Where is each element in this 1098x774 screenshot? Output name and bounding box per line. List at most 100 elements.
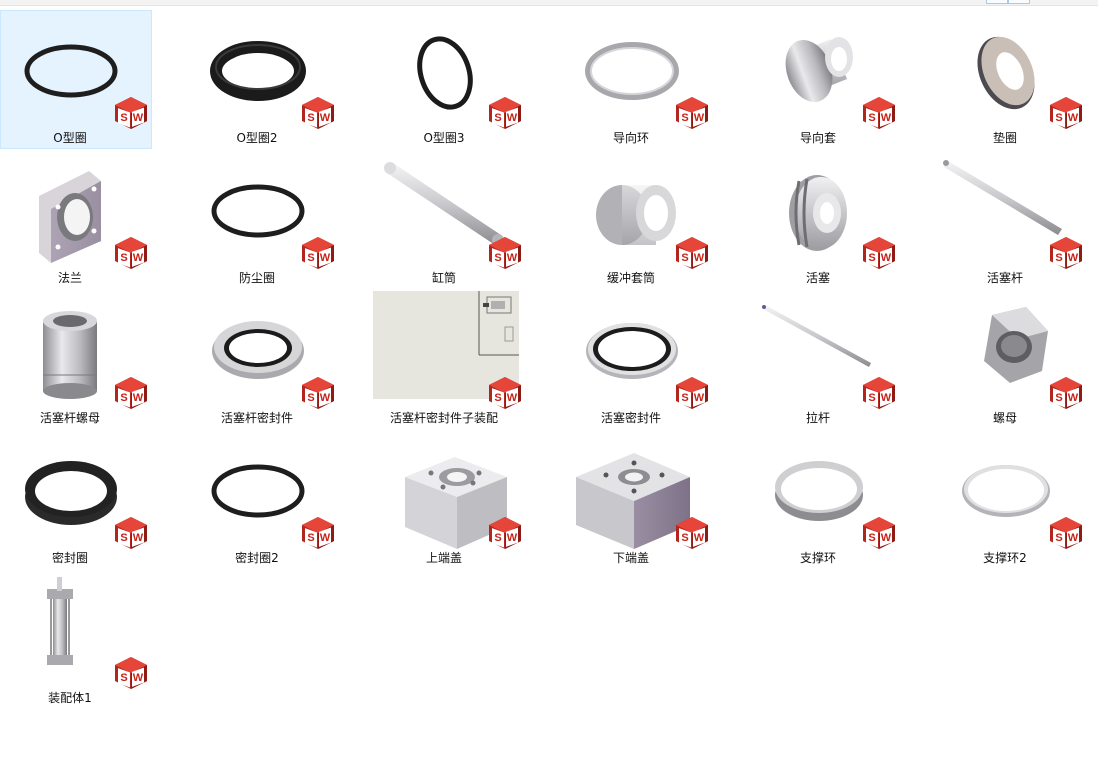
- file-name-label: 缸筒: [431, 271, 456, 285]
- svg-text:S: S: [307, 392, 314, 404]
- file-item[interactable]: S W 防尘圈: [187, 150, 339, 289]
- file-item[interactable]: S W 支撑环2: [935, 430, 1087, 569]
- file-name-label: 支撑环2: [983, 551, 1027, 565]
- file-thumbnail: S W: [747, 151, 903, 271]
- file-name-label: 法兰: [57, 271, 82, 285]
- svg-text:W: W: [694, 252, 705, 264]
- file-name-label: 导向环: [612, 131, 649, 145]
- file-item[interactable]: S W 活塞密封件: [561, 290, 713, 429]
- svg-text:W: W: [881, 252, 892, 264]
- file-thumbnail: S W: [560, 151, 716, 271]
- solidworks-file-icon: S W: [863, 237, 895, 269]
- file-name-label: 支撑环: [799, 551, 836, 565]
- file-item[interactable]: S W 活塞: [748, 150, 900, 289]
- svg-text:W: W: [133, 392, 144, 404]
- file-item[interactable]: S W 导向环: [561, 10, 713, 149]
- file-thumbnail: S W: [0, 431, 155, 551]
- solidworks-file-icon: S W: [676, 97, 708, 129]
- file-item[interactable]: S W O型圈3: [374, 10, 526, 149]
- solidworks-file-icon: S W: [863, 517, 895, 549]
- file-thumbnail: S W: [373, 291, 529, 411]
- solidworks-file-icon: S W: [302, 237, 334, 269]
- solidworks-file-icon: S W: [676, 237, 708, 269]
- file-name-label: O型圈: [53, 131, 87, 145]
- file-name-label: 螺母: [992, 411, 1017, 425]
- file-name-label: 上端盖: [425, 551, 462, 565]
- svg-text:S: S: [1055, 392, 1062, 404]
- file-item[interactable]: S W 法兰: [0, 150, 152, 289]
- file-item[interactable]: S W 下端盖: [561, 430, 713, 569]
- svg-text:W: W: [320, 252, 331, 264]
- file-item[interactable]: S W 缸筒: [374, 150, 526, 289]
- svg-text:S: S: [681, 112, 688, 124]
- file-item[interactable]: S W 密封圈: [0, 430, 152, 569]
- file-thumbnail: S W: [0, 11, 155, 131]
- svg-text:W: W: [133, 252, 144, 264]
- file-item[interactable]: S W 支撑环: [748, 430, 900, 569]
- svg-text:S: S: [1055, 252, 1062, 264]
- svg-text:S: S: [1055, 532, 1062, 544]
- svg-text:S: S: [120, 392, 127, 404]
- svg-text:S: S: [868, 532, 875, 544]
- file-name-label: 活塞杆密封件子装配: [389, 411, 498, 425]
- svg-text:W: W: [1068, 112, 1079, 124]
- view-toggle-button[interactable]: [1008, 0, 1030, 4]
- view-toggle-button[interactable]: [986, 0, 1008, 4]
- file-name-label: 活塞杆螺母: [39, 411, 100, 425]
- file-item[interactable]: S W 上端盖: [374, 430, 526, 569]
- file-name-label: 活塞杆密封件: [220, 411, 293, 425]
- file-item[interactable]: S W 活塞杆密封件子装配: [373, 290, 529, 429]
- svg-text:W: W: [320, 532, 331, 544]
- svg-text:S: S: [494, 112, 501, 124]
- svg-text:W: W: [133, 112, 144, 124]
- file-thumbnail: S W: [373, 431, 529, 551]
- svg-text:W: W: [507, 532, 518, 544]
- svg-text:W: W: [1068, 252, 1079, 264]
- file-thumbnail: S W: [934, 11, 1090, 131]
- file-item[interactable]: S W 活塞杆: [935, 150, 1087, 289]
- file-item[interactable]: S W 螺母: [935, 290, 1087, 429]
- svg-text:W: W: [1068, 392, 1079, 404]
- solidworks-file-icon: S W: [1050, 237, 1082, 269]
- file-thumbnail: S W: [934, 291, 1090, 411]
- solidworks-file-icon: S W: [115, 237, 147, 269]
- file-item[interactable]: S W 活塞杆密封件: [187, 290, 339, 429]
- file-thumbnail: S W: [934, 431, 1090, 551]
- svg-text:S: S: [681, 532, 688, 544]
- file-thumbnail: S W: [186, 11, 342, 131]
- svg-text:S: S: [494, 532, 501, 544]
- svg-text:S: S: [307, 532, 314, 544]
- solidworks-file-icon: S W: [115, 657, 147, 689]
- file-thumbnail: S W: [0, 571, 155, 691]
- svg-text:S: S: [120, 672, 127, 684]
- file-item[interactable]: S W 密封圈2: [187, 430, 339, 569]
- file-item[interactable]: S W 垫圈: [935, 10, 1087, 149]
- svg-text:S: S: [120, 112, 127, 124]
- svg-text:W: W: [881, 532, 892, 544]
- file-item[interactable]: S W 导向套: [748, 10, 900, 149]
- file-item[interactable]: S W 缓冲套筒: [561, 150, 713, 289]
- file-thumbnail: S W: [747, 431, 903, 551]
- file-thumbnail: S W: [560, 431, 716, 551]
- file-thumbnail: S W: [747, 291, 903, 411]
- file-item[interactable]: S W 装配体1: [0, 570, 152, 709]
- svg-text:W: W: [320, 392, 331, 404]
- file-item[interactable]: S W O型圈: [0, 10, 152, 149]
- window-top-edge: [0, 0, 1098, 6]
- solidworks-file-icon: S W: [1050, 377, 1082, 409]
- solidworks-file-icon: S W: [302, 377, 334, 409]
- file-thumbnail: S W: [186, 151, 342, 271]
- solidworks-file-icon: S W: [115, 517, 147, 549]
- file-thumbnail: S W: [560, 291, 716, 411]
- file-item[interactable]: S W 拉杆: [748, 290, 900, 429]
- solidworks-file-icon: S W: [302, 517, 334, 549]
- file-name-label: 防尘圈: [238, 271, 275, 285]
- file-name-label: 装配体1: [48, 691, 92, 705]
- file-item[interactable]: S W 活塞杆螺母: [0, 290, 152, 429]
- file-thumbnail: S W: [186, 291, 342, 411]
- solidworks-file-icon: S W: [676, 517, 708, 549]
- solidworks-file-icon: S W: [489, 517, 521, 549]
- svg-text:S: S: [868, 112, 875, 124]
- file-item[interactable]: S W O型圈2: [187, 10, 339, 149]
- file-name-label: 密封圈: [51, 551, 88, 565]
